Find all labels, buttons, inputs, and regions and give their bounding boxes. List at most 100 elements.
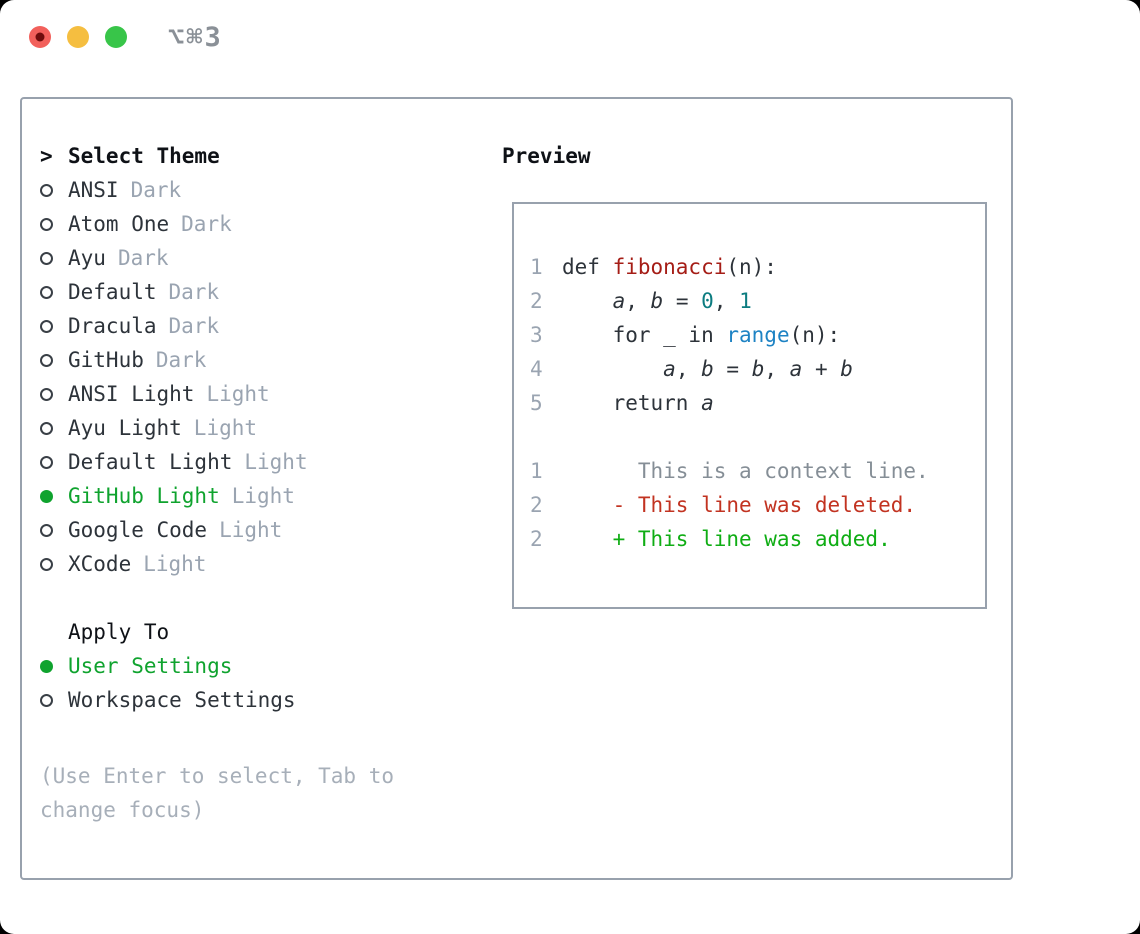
code-token-plain xyxy=(562,357,663,381)
zoom-button[interactable] xyxy=(105,26,127,48)
spacer xyxy=(40,717,440,751)
code-line: 2 - This line was deleted. xyxy=(530,488,929,522)
code-token-plain: , xyxy=(764,357,790,381)
radio-cell xyxy=(40,217,68,231)
select-theme-title: Select Theme xyxy=(68,144,220,168)
code-token-var: a xyxy=(789,357,803,381)
code-token-plain: return xyxy=(562,391,702,415)
code-token-num: 0 xyxy=(701,289,714,313)
code-token-add: + This line was added. xyxy=(562,527,891,551)
radio-selected-icon xyxy=(40,659,53,673)
code-token-plain: , xyxy=(713,289,740,313)
title-bar: ⌥⌘3 xyxy=(0,0,1140,74)
option-tag: Dark xyxy=(168,280,220,304)
theme-option-github[interactable]: GitHub Dark xyxy=(40,343,440,377)
code-line: 2 a, b = 0, 1 xyxy=(530,284,929,318)
code-line: 1 This is a context line. xyxy=(530,454,929,488)
theme-option-ayu-light[interactable]: Ayu Light Light xyxy=(40,411,440,445)
code-line xyxy=(530,420,929,454)
apply-option-workspace-settings[interactable]: Workspace Settings xyxy=(40,683,440,717)
code-token-var: a xyxy=(701,391,714,415)
line-number: 2 xyxy=(530,289,543,313)
theme-option-dracula[interactable]: Dracula Dark xyxy=(40,309,440,343)
radio-unselected-icon xyxy=(40,183,53,197)
theme-option-xcode[interactable]: XCode Light xyxy=(40,547,440,581)
code-token-plain: (n): xyxy=(726,255,777,279)
radio-unselected-icon xyxy=(40,387,53,401)
code-token-ctx: This is a context line. xyxy=(562,459,929,483)
radio-cell xyxy=(40,183,68,197)
traffic-lights xyxy=(29,26,127,48)
code-token-var: b xyxy=(650,289,664,313)
radio-cell xyxy=(40,319,68,333)
line-number: 1 xyxy=(530,459,543,483)
radio-unselected-icon xyxy=(40,421,53,435)
select-theme-header: >Select Theme xyxy=(40,139,440,173)
option-tag: Light xyxy=(206,382,270,406)
option-label: XCode xyxy=(68,552,132,576)
radio-unselected-icon xyxy=(40,353,53,367)
code-token-plain: for _ in xyxy=(562,323,727,347)
option-tag: Light xyxy=(193,416,258,440)
option-tag: Dark xyxy=(155,348,207,372)
option-label: Dracula xyxy=(68,314,157,338)
keyboard-hint: (Use Enter to select, Tab to change focu… xyxy=(40,764,395,822)
window-title: ⌥⌘3 xyxy=(168,22,223,53)
line-number: 4 xyxy=(530,357,543,381)
option-label: ANSI xyxy=(68,178,119,202)
close-button[interactable] xyxy=(29,26,51,48)
radio-cell xyxy=(40,523,68,537)
code-token-var: b xyxy=(701,357,714,381)
radio-unselected-icon xyxy=(40,455,53,469)
apply-to-header-row: Apply To xyxy=(40,615,440,649)
option-label: Ayu Light xyxy=(68,416,182,440)
code-token-plain: , xyxy=(625,289,651,313)
radio-unselected-icon xyxy=(40,285,53,299)
code-token-plain: = xyxy=(663,289,702,313)
code-token-plain: (n): xyxy=(789,323,841,347)
radio-cell xyxy=(40,455,68,469)
record-dot-icon xyxy=(35,32,45,42)
option-tag: Light xyxy=(143,552,207,576)
code-token-plain: , xyxy=(675,357,702,381)
radio-cell xyxy=(40,285,68,299)
code-token-num: 1 xyxy=(739,289,752,313)
code-token-var: a xyxy=(612,289,626,313)
code-token-plain: = xyxy=(713,357,752,381)
option-tag: Dark xyxy=(168,314,220,338)
option-tag: Light xyxy=(244,450,308,474)
minimize-button[interactable] xyxy=(67,26,89,48)
code-token-plain: def xyxy=(562,255,613,279)
radio-cell xyxy=(40,659,68,673)
apply-option-user-settings[interactable]: User Settings xyxy=(40,649,440,683)
radio-cell xyxy=(40,353,68,367)
option-label: GitHub xyxy=(68,348,144,372)
radio-cell xyxy=(40,251,68,265)
radio-cell xyxy=(40,387,68,401)
line-number: 2 xyxy=(530,527,543,551)
option-label: GitHub Light xyxy=(68,484,220,508)
radio-unselected-icon xyxy=(40,319,53,333)
radio-selected-icon xyxy=(40,489,53,503)
code-token-var: a xyxy=(663,357,676,381)
code-line: 3 for _ in range(n): xyxy=(530,318,929,352)
theme-option-default[interactable]: Default Dark xyxy=(40,275,440,309)
radio-cell xyxy=(40,421,68,435)
radio-unselected-icon xyxy=(40,693,53,707)
code-token-fn: fibonacci xyxy=(612,255,727,279)
option-label: Default xyxy=(68,280,157,304)
